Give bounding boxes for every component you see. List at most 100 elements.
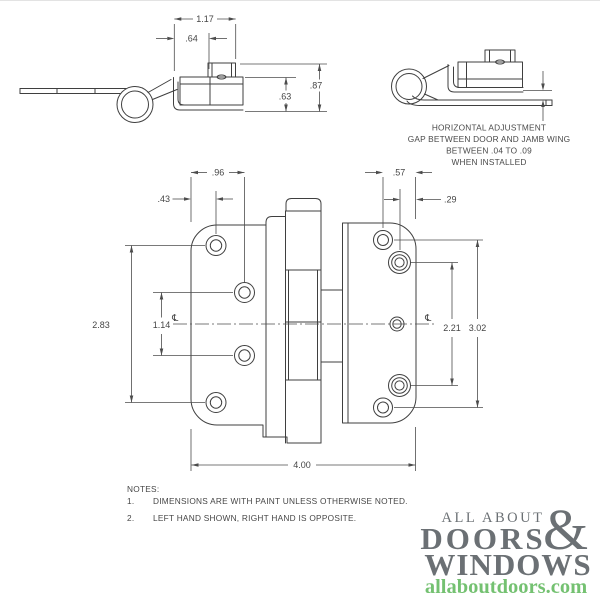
logo-website-url: allaboutdoors.com (424, 576, 588, 598)
arrowhead (408, 463, 416, 467)
jamb-leaf-line (412, 95, 553, 101)
screw-hole (373, 230, 393, 250)
hole-ring (394, 257, 405, 268)
logo-line-all-about: ALL ABOUT (441, 510, 545, 526)
dim-height-total: .87 (240, 63, 327, 112)
hole-ring (205, 235, 227, 256)
dim-label: 1.17 (196, 14, 214, 24)
door-wing-profile (19, 79, 178, 123)
dim-height-body: .63 (245, 77, 327, 112)
arrowhead (159, 292, 164, 300)
leaf-connector (320, 289, 343, 363)
notes-block: NOTES: 1. DIMENSIONS ARE WITH PAINT UNLE… (127, 484, 408, 523)
arrowhead (475, 240, 480, 247)
brand-logo: ALL ABOUT & DOORS WINDOWS allaboutdoors.… (410, 500, 600, 600)
knuckle-and-jamb-wing (391, 65, 553, 106)
adjuster-body (179, 76, 244, 106)
arrowhead (541, 83, 545, 91)
arrowhead (415, 170, 423, 175)
knuckle-barrel-outline (391, 68, 427, 105)
note-line: BETWEEN .04 TO .09 (446, 146, 532, 156)
note-text: LEFT HAND SHOWN, RIGHT HAND IS OPPOSITE. (153, 513, 357, 523)
set-screw-hole (388, 374, 411, 397)
dim-width-total: 1.17 (173, 14, 237, 71)
logo-ampersand: & (543, 497, 589, 562)
hole-ring (205, 392, 227, 413)
arrowhead (317, 64, 322, 71)
dim-label: .96 (212, 168, 225, 178)
hole-ring (238, 286, 251, 299)
note-number: 1. (127, 496, 135, 506)
bracket-outer (173, 77, 244, 111)
jamb-wing-profile (173, 62, 244, 111)
note-number: 2. (127, 513, 135, 523)
arrowhead (184, 197, 191, 201)
screw-slot (495, 59, 505, 65)
knuckle-pin-outline (395, 73, 423, 100)
adjustment-note: HORIZONTAL ADJUSTMENT GAP BETWEEN DOOR A… (408, 123, 571, 168)
hinge-barrel (285, 198, 322, 444)
note-item: 1. DIMENSIONS ARE WITH PAINT UNLESS OTHE… (127, 496, 408, 506)
arrowhead (129, 395, 134, 403)
screw-slot (216, 74, 227, 80)
door-back-plate (265, 216, 286, 438)
bracket-inner (177, 81, 185, 106)
door-leaf-outline (190, 216, 322, 444)
hole-ring (391, 377, 408, 394)
hole-ring (377, 401, 389, 414)
jamb-leaf-line (406, 100, 553, 106)
jamb-leaf-outline (342, 222, 417, 424)
arrowhead (129, 245, 134, 253)
dim-jamb-first-hole: .57 (365, 168, 432, 228)
dim-label: 2.21 (443, 323, 461, 333)
front-view: ℄ ℄ .96 .43 (92, 168, 486, 471)
dim-edge-to-first-hole: .43 (157, 191, 233, 234)
knuckle-pin-outline (121, 90, 149, 119)
hole-ring (373, 230, 393, 250)
arrowhead (475, 400, 480, 408)
hole-ring (234, 282, 255, 303)
screw-holes-door-leaf (205, 235, 255, 413)
note-line: GAP BETWEEN DOOR AND JAMB WING (408, 134, 571, 144)
arrowhead (450, 378, 454, 386)
note-text: DIMENSIONS ARE WITH PAINT UNLESS OTHERWI… (153, 496, 408, 506)
adjuster-cam (207, 62, 236, 78)
note-line: WHEN INSTALLED (451, 157, 526, 167)
dim-width-offset: .64 (156, 33, 227, 69)
bracket-outer (447, 64, 524, 93)
hole-ring (373, 397, 393, 418)
hole-ring (234, 345, 255, 366)
dim-label: 4.00 (293, 460, 311, 470)
screw-hole (205, 235, 227, 256)
barrel-cap (285, 198, 322, 212)
adjuster-cam (484, 49, 516, 63)
dim-label: 2.83 (92, 320, 110, 330)
dim-overall-width: 4.00 (190, 427, 416, 471)
screw-hole (234, 282, 255, 303)
centerline: ℄ ℄ (171, 313, 437, 325)
hole-ring (238, 349, 251, 362)
arrowhead (216, 197, 223, 201)
arrowhead (167, 36, 175, 41)
dim-label: .64 (185, 34, 198, 44)
arrowhead (191, 170, 198, 175)
arrowhead (174, 17, 182, 21)
dim-label: .87 (310, 81, 323, 91)
hole-ring (388, 251, 411, 274)
side-view-right: HORIZONTAL ADJUSTMENT GAP BETWEEN DOOR A… (391, 49, 571, 168)
arrowhead (284, 77, 288, 85)
door-leaf-path (190, 224, 322, 444)
screw-hole (373, 397, 393, 418)
door-wing-body (447, 49, 524, 93)
dim-label: 1.14 (153, 320, 171, 330)
page-top-border (0, 0, 600, 1)
logo-line-doors: DOORS (420, 521, 546, 556)
note-line: HORIZONTAL ADJUSTMENT (432, 123, 546, 133)
centerline-symbol: ℄ (424, 313, 432, 324)
arrowhead (228, 17, 236, 21)
dim-label: .29 (444, 195, 457, 205)
dim-door-inner-span: 1.14 (153, 292, 233, 356)
screw-holes-jamb-leaf (373, 230, 411, 418)
arrowhead (209, 36, 216, 41)
